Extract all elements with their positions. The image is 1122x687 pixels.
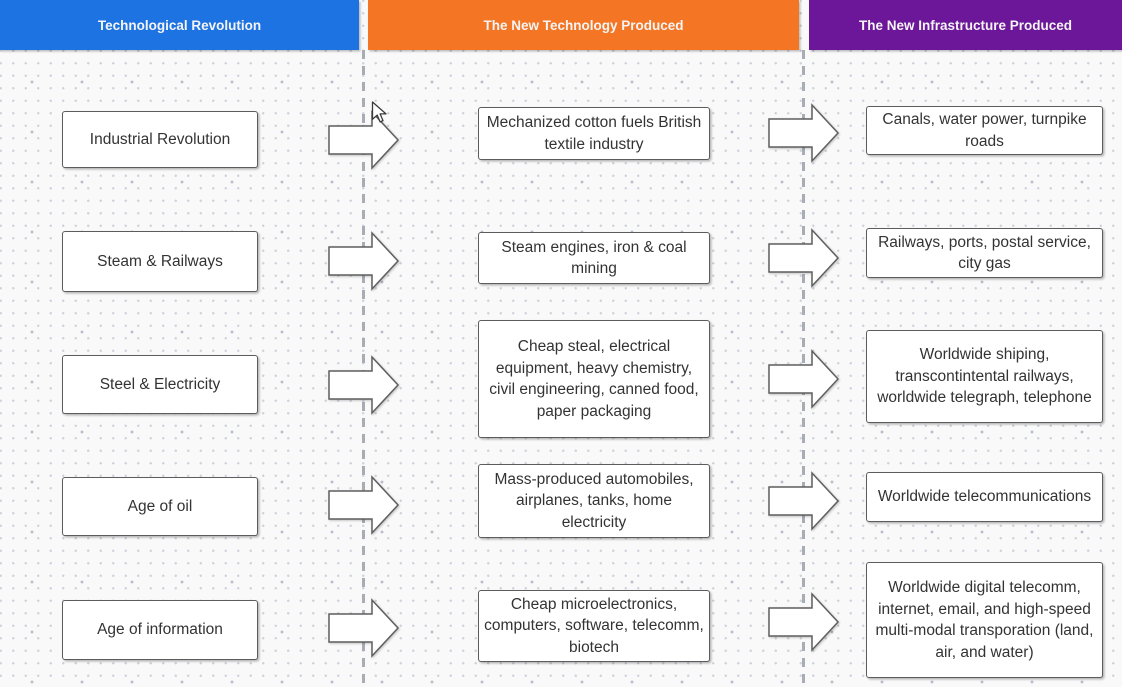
right-arrow-icon[interactable] bbox=[328, 355, 400, 415]
right-arrow-icon[interactable] bbox=[768, 592, 840, 652]
right-arrow-icon[interactable] bbox=[768, 349, 840, 409]
header-label: The New Infrastructure Produced bbox=[858, 17, 1073, 33]
node-label: Age of information bbox=[97, 621, 223, 639]
node-label: Worldwide digital telecomm, internet, em… bbox=[875, 579, 1094, 661]
right-arrow-icon[interactable] bbox=[768, 228, 840, 288]
technology-node[interactable]: Steam engines, iron & coal mining bbox=[478, 232, 710, 284]
header-technological-revolution[interactable]: Technological Revolution bbox=[0, 0, 359, 50]
node-label: Canals, water power, turnpike roads bbox=[882, 111, 1087, 150]
node-label: Worldwide shiping, transcontintental rai… bbox=[877, 346, 1092, 407]
technology-node[interactable]: Cheap microelectronics, computers, softw… bbox=[478, 590, 710, 662]
header-new-infrastructure[interactable]: The New Infrastructure Produced bbox=[809, 0, 1122, 50]
right-arrow-icon[interactable] bbox=[328, 598, 400, 658]
node-label: Steam engines, iron & coal mining bbox=[501, 238, 687, 278]
technology-node[interactable]: Mass-produced automobiles, airplanes, ta… bbox=[478, 464, 710, 538]
header-label: The New Technology Produced bbox=[483, 17, 684, 33]
revolution-node[interactable]: Steel & Electricity bbox=[62, 355, 258, 414]
revolution-node[interactable]: Age of oil bbox=[62, 477, 258, 536]
right-arrow-icon[interactable] bbox=[328, 475, 400, 535]
node-label: Worldwide telecommunications bbox=[877, 488, 1092, 506]
infrastructure-node[interactable]: Worldwide shiping, transcontintental rai… bbox=[866, 330, 1103, 423]
node-label: Mass-produced automobiles, airplanes, ta… bbox=[494, 470, 694, 531]
technology-node[interactable]: Mechanized cotton fuels British textile … bbox=[478, 107, 710, 160]
header-new-technology[interactable]: The New Technology Produced bbox=[368, 0, 799, 50]
infrastructure-node[interactable]: Canals, water power, turnpike roads bbox=[866, 106, 1103, 155]
node-label: Mechanized cotton fuels British textile … bbox=[486, 114, 702, 153]
node-label: Cheap steal, electrical equipment, heavy… bbox=[489, 338, 699, 420]
right-arrow-icon[interactable] bbox=[768, 103, 840, 163]
revolution-node[interactable]: Age of information bbox=[62, 600, 258, 660]
right-arrow-icon[interactable] bbox=[328, 231, 400, 291]
revolution-node[interactable]: Industrial Revolution bbox=[62, 111, 258, 168]
infrastructure-node[interactable]: Worldwide digital telecomm, internet, em… bbox=[866, 562, 1103, 678]
column-divider-dashed-line bbox=[362, 50, 365, 687]
right-arrow-icon[interactable] bbox=[768, 471, 840, 531]
header-label: Technological Revolution bbox=[97, 17, 262, 33]
node-label: Railways, ports, postal service, city ga… bbox=[878, 233, 1091, 273]
revolution-node[interactable]: Steam & Railways bbox=[62, 231, 258, 292]
node-label: Steam & Railways bbox=[97, 252, 223, 270]
right-arrow-icon[interactable] bbox=[328, 110, 400, 170]
node-label: Cheap microelectronics, computers, softw… bbox=[484, 595, 704, 656]
technology-node[interactable]: Cheap steal, electrical equipment, heavy… bbox=[478, 320, 710, 438]
node-label: Industrial Revolution bbox=[89, 130, 231, 148]
node-label: Age of oil bbox=[127, 497, 193, 515]
infrastructure-node[interactable]: Railways, ports, postal service, city ga… bbox=[866, 228, 1103, 278]
mouse-pointer-icon bbox=[371, 101, 388, 124]
infrastructure-node[interactable]: Worldwide telecommunications bbox=[866, 472, 1103, 522]
node-label: Steel & Electricity bbox=[99, 375, 221, 393]
